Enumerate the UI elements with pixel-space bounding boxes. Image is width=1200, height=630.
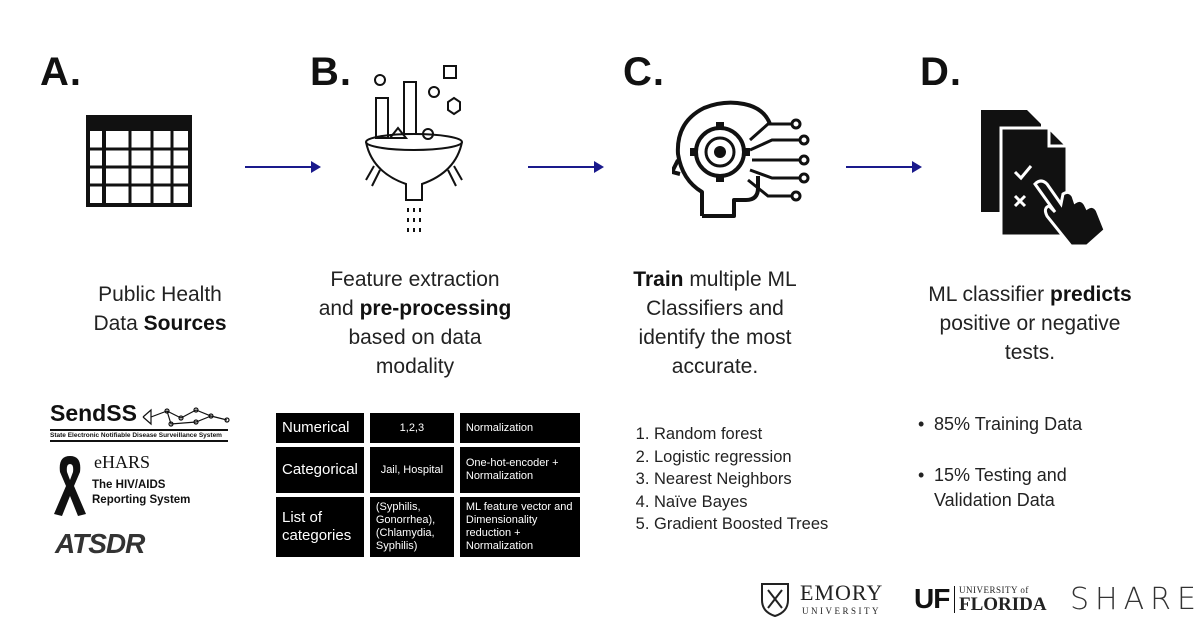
sendss-logo: SendSS State Electronic Notifiable Disea… bbox=[50, 400, 235, 442]
data-split-item: •85% Training Data bbox=[918, 412, 1082, 437]
table-icon bbox=[86, 115, 192, 207]
emory-name: EMORY bbox=[800, 580, 884, 605]
modality-example: Jail, Hospital bbox=[369, 447, 454, 493]
modality-processing: ML feature vector and Dimensionality red… bbox=[459, 497, 580, 557]
list-item: Naïve Bayes bbox=[654, 491, 828, 514]
share-logo: SHARE bbox=[1070, 582, 1200, 617]
ehars-tagline: The HIV/AIDS Reporting System bbox=[92, 479, 191, 506]
modality-type: Categorical bbox=[276, 447, 364, 493]
table-row: Categorical Jail, Hospital One-hot-encod… bbox=[276, 447, 580, 493]
modality-table: Numerical 1,2,3 Normalization Categorica… bbox=[270, 409, 586, 561]
step-c-description: Train multiple ML Classifiers and identi… bbox=[633, 268, 797, 378]
list-item: Nearest Neighbors bbox=[654, 468, 828, 491]
shield-icon bbox=[761, 583, 789, 618]
ai-head-gear-icon bbox=[672, 100, 810, 218]
step-a-description: Public Health Data Sources bbox=[93, 283, 227, 335]
modality-type: Numerical bbox=[276, 413, 364, 443]
network-icon bbox=[142, 407, 230, 427]
step-b-letter: B. bbox=[310, 50, 352, 94]
step-d-letter: D. bbox=[920, 50, 962, 94]
funnel-icon bbox=[365, 65, 463, 232]
classifier-list: Random forest Logistic regression Neares… bbox=[632, 423, 828, 536]
step-c-letter: C. bbox=[623, 50, 665, 94]
emory-logo: EMORY UNIVERSITY bbox=[760, 580, 890, 620]
sendss-name: SendSS bbox=[50, 400, 137, 426]
table-row: Numerical 1,2,3 Normalization bbox=[276, 413, 580, 443]
ehars-name: eHARS bbox=[94, 452, 151, 472]
list-item: Gradient Boosted Trees bbox=[654, 513, 828, 536]
documents-hand-icon bbox=[981, 110, 1107, 248]
uf-divider bbox=[954, 586, 955, 613]
uf-logo: UF UNIVERSITY of FLORIDA bbox=[914, 583, 1054, 617]
step-b-description: Feature extraction and pre-processing ba… bbox=[318, 268, 512, 378]
sendss-subtitle: State Electronic Notifiable Disease Surv… bbox=[50, 428, 228, 442]
data-split-item: • 15% Testing and Validation Data bbox=[918, 463, 1118, 513]
step-a-letter: A. bbox=[40, 50, 82, 94]
bullet-icon: • bbox=[918, 465, 925, 485]
arrow-c-to-d bbox=[846, 161, 922, 173]
modality-processing: One-hot-encoder + Normalization bbox=[459, 447, 580, 493]
uf-bottom: FLORIDA bbox=[959, 594, 1047, 615]
step-d-description: ML classifier predicts positive or negat… bbox=[928, 283, 1132, 364]
modality-example: 1,2,3 bbox=[369, 413, 454, 443]
arrow-a-to-b bbox=[245, 161, 321, 173]
bullet-icon: • bbox=[918, 414, 925, 434]
table-row: List of categories (Syphilis, Gonorrhea)… bbox=[276, 497, 580, 557]
modality-processing: Normalization bbox=[459, 413, 580, 443]
atsdr-logo: ATSDR bbox=[55, 528, 145, 559]
emory-sub: UNIVERSITY bbox=[802, 606, 881, 616]
ribbon-icon bbox=[54, 456, 86, 516]
modality-example: (Syphilis, Gonorrhea), (Chlamydia, Syphi… bbox=[369, 497, 454, 557]
uf-top: UNIVERSITY of bbox=[959, 585, 1029, 595]
modality-type: List of categories bbox=[276, 497, 364, 557]
uf-mark: UF bbox=[914, 583, 950, 614]
list-item: Logistic regression bbox=[654, 446, 828, 469]
arrow-b-to-c bbox=[528, 161, 604, 173]
list-item: Random forest bbox=[654, 423, 828, 446]
ehars-logo: eHARS The HIV/AIDS Reporting System bbox=[52, 452, 192, 522]
